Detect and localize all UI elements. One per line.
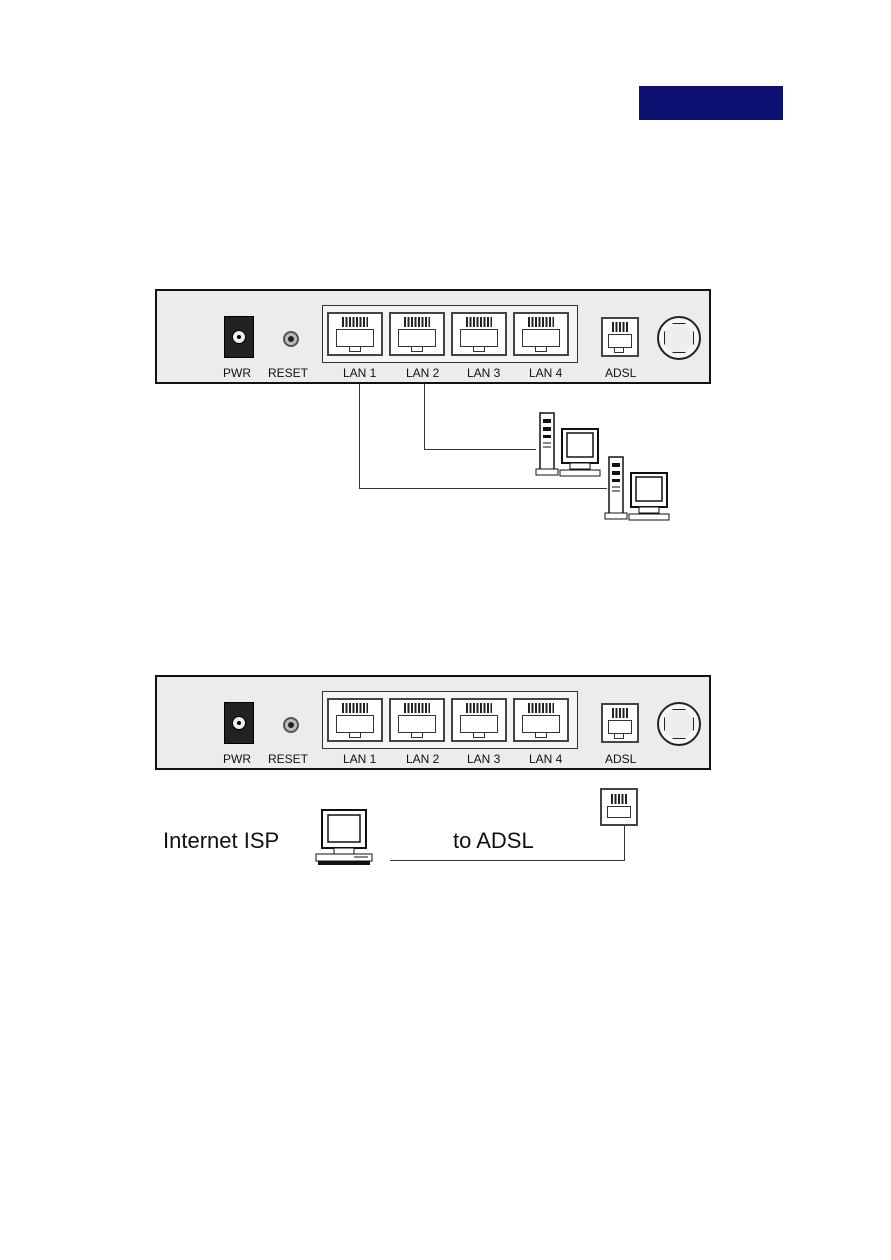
reset-label: RESET (268, 366, 308, 380)
ethernet-port-icon (327, 698, 383, 742)
lan-port-label: LAN 3 (467, 366, 500, 380)
desktop-computer-icon (534, 411, 604, 479)
lan-port-label: LAN 4 (529, 752, 562, 766)
reset-button-icon (283, 717, 299, 733)
pwr-label: PWR (223, 366, 251, 380)
lan-port-label: LAN 3 (467, 752, 500, 766)
lan1-cable (359, 488, 607, 489)
reset-button-icon (283, 331, 299, 347)
antenna-connector-icon (657, 316, 701, 360)
router-rear-panel-lan: PWR RESET LAN 1 LAN 2 LAN 3 LAN 4 ADSL (155, 289, 711, 384)
lan-port-label: LAN 2 (406, 752, 439, 766)
lan-port-label: LAN 1 (343, 752, 376, 766)
lan-port-label: LAN 2 (406, 366, 439, 380)
antenna-connector-icon (657, 702, 701, 746)
power-jack-icon (224, 702, 254, 744)
ethernet-port-icon (327, 312, 383, 356)
header-tab-block (639, 86, 783, 120)
isp-label: Internet ISP (163, 829, 279, 853)
lan2-cable (424, 449, 536, 450)
ethernet-port-icon (513, 312, 569, 356)
ethernet-port-icon (389, 698, 445, 742)
ethernet-port-icon (513, 698, 569, 742)
phone-jack-icon (601, 317, 639, 357)
reset-label: RESET (268, 752, 308, 766)
lan-port-group (322, 691, 578, 749)
lan1-cable (359, 384, 360, 489)
lan-port-group (322, 305, 578, 363)
lan2-cable (424, 384, 425, 450)
adsl-label: ADSL (605, 366, 636, 380)
desktop-computer-icon (603, 455, 673, 523)
adsl-cable (390, 860, 625, 861)
desktop-computer-icon (314, 808, 376, 868)
adsl-label: ADSL (605, 752, 636, 766)
router-rear-panel-adsl: PWR RESET LAN 1 LAN 2 LAN 3 LAN 4 ADSL (155, 675, 711, 770)
ethernet-port-icon (451, 312, 507, 356)
lan-port-label: LAN 4 (529, 366, 562, 380)
adsl-cable (624, 826, 625, 861)
power-jack-icon (224, 316, 254, 358)
phone-jack-icon (601, 703, 639, 743)
phone-jack-icon (600, 788, 638, 826)
pwr-label: PWR (223, 752, 251, 766)
adsl-link-label: to ADSL (453, 829, 534, 853)
ethernet-port-icon (451, 698, 507, 742)
ethernet-port-icon (389, 312, 445, 356)
lan-port-label: LAN 1 (343, 366, 376, 380)
